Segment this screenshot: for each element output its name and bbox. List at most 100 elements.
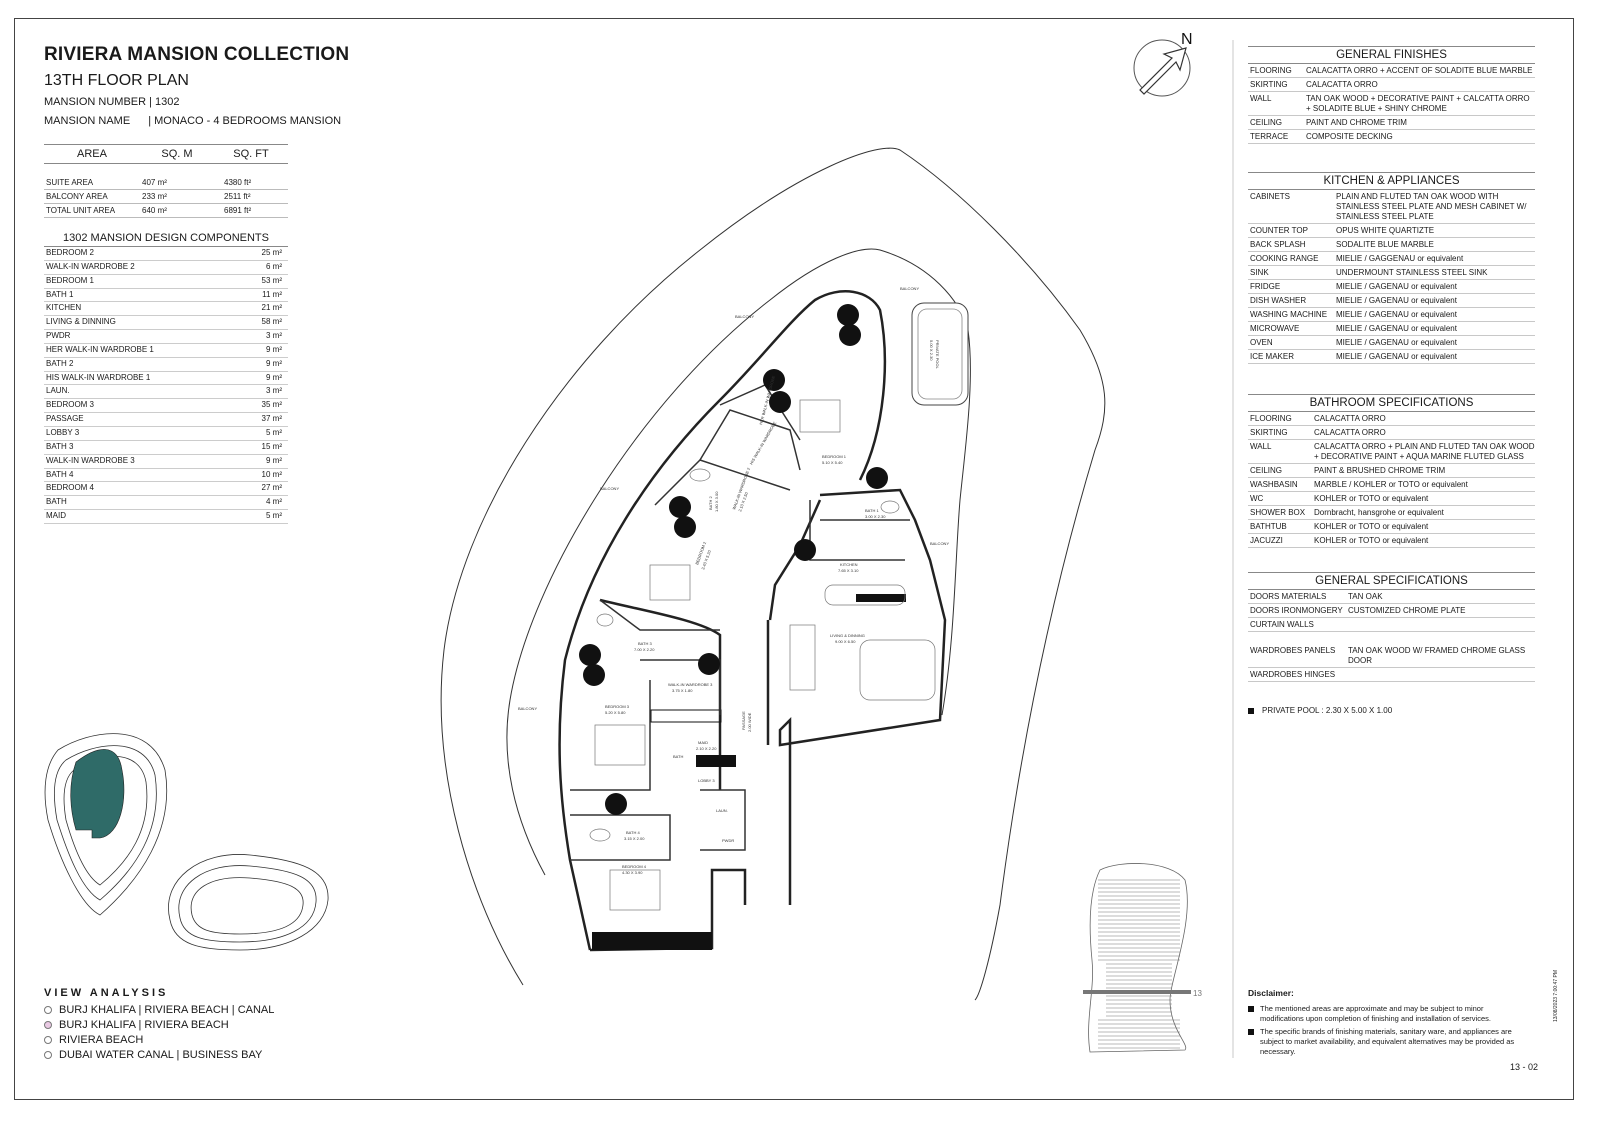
component-name: HIS WALK-IN WARDROBE 1: [46, 372, 151, 382]
component-name: BEDROOM 1: [46, 275, 95, 285]
spec-key: CURTAIN WALLS: [1250, 619, 1314, 629]
view-analysis-item: BURJ KHALIFA | RIVIERA BEACH: [44, 1017, 274, 1032]
private-pool-text: PRIVATE POOL : 2.30 X 5.00 X 1.00: [1262, 706, 1393, 715]
floor-plan-title: 13TH FLOOR PLAN: [44, 72, 189, 89]
label-bath-1: BATH 1: [865, 508, 879, 513]
spec-key: DISH WASHER: [1250, 295, 1307, 305]
spec-value: MIELIE / GAGGENAU or equivalent: [1336, 253, 1464, 263]
component-area: 53 m²: [261, 275, 282, 285]
spec-value: CALACATTA ORRO: [1314, 413, 1386, 423]
label-balcony: BALCONY: [900, 286, 919, 291]
label-bedroom-3: BEDROOM 3: [605, 704, 630, 709]
floor-stack-diagram: 13: [1083, 863, 1202, 1053]
view-analysis-label: DUBAI WATER CANAL | BUSINESS BAY: [59, 1048, 263, 1061]
spec-value: CALACATTA ORRO + PLAIN AND FLUTED TAN OA…: [1314, 441, 1535, 461]
spec-key: MICROWAVE: [1250, 323, 1300, 333]
label-lobby: LOBBY 3: [698, 778, 715, 783]
component-name: PASSAGE: [46, 414, 84, 424]
spec-value: COMPOSITE DECKING: [1306, 131, 1393, 141]
spec-key: BACK SPLASH: [1250, 239, 1306, 249]
view-analysis-label: RIVIERA BEACH: [59, 1033, 144, 1046]
view-analysis-item: BURJ KHALIFA | RIVIERA BEACH | CANAL: [44, 1002, 274, 1017]
component-name: MAID: [46, 511, 66, 521]
label-bath-2-dims: 1.80 X 3.00: [714, 491, 719, 512]
spec-key: FLOORING: [1250, 413, 1292, 423]
area-cell: 407 m²: [142, 178, 167, 187]
interior-walls: [570, 384, 910, 861]
label-walkin-3: WALK-IN WARDROBE 3: [668, 682, 713, 687]
component-name: BATH 2: [46, 358, 74, 368]
spec-value: Dornbracht, hansgrohe or equivalent: [1314, 507, 1444, 517]
view-analysis-item: RIVIERA BEACH: [44, 1032, 274, 1047]
spec-key: DOORS MATERIALS: [1250, 591, 1327, 601]
spec-value: MIELIE / GAGENAU or equivalent: [1336, 281, 1457, 291]
label-bedroom-4: BEDROOM 4: [622, 864, 647, 869]
pool-label: PRIVATE POOL: [935, 340, 940, 370]
spec-value: MIELIE / GAGENAU or equivalent: [1336, 309, 1457, 319]
component-area: 5 m²: [266, 427, 282, 437]
spec-value: TAN OAK: [1348, 591, 1383, 601]
label-bedroom-1-dims: 5.10 X 5.40: [822, 460, 843, 465]
spec-value: SODALITE BLUE MARBLE: [1336, 239, 1434, 249]
header-sqm: SQ. M: [161, 148, 193, 160]
spec-value: CALACATTA ORRO + ACCENT OF SOLADITE BLUE…: [1306, 65, 1533, 75]
component-area: 9 m²: [266, 372, 282, 382]
building-contour: [440, 147, 1106, 1001]
area-cell: 2511 ft²: [224, 192, 251, 201]
spec-key: FRIDGE: [1250, 281, 1281, 291]
component-name: LOBBY 3: [46, 427, 80, 437]
area-table-header: AREA SQ. M SQ. FT: [44, 144, 288, 164]
component-name: BEDROOM 4: [46, 483, 95, 493]
radio-circle-icon: [44, 1050, 52, 1059]
label-bath-3: BATH 3: [638, 641, 652, 646]
bullet-square-icon: [1248, 1006, 1254, 1012]
view-analysis-label: BURJ KHALIFA | RIVIERA BEACH | CANAL: [59, 1003, 275, 1016]
spec-key: CABINETS: [1250, 191, 1291, 201]
area-cell: 4380 ft²: [224, 178, 252, 187]
component-area: 3 m²: [266, 331, 282, 341]
label-bath-4: BATH 4: [626, 830, 640, 835]
label-kitchen-dims: 7.65 X 3.10: [838, 568, 859, 573]
kitchen-title: KITCHEN & APPLIANCES: [1248, 172, 1535, 190]
component-area: 3 m²: [266, 386, 282, 396]
spec-key: ICE MAKER: [1250, 351, 1295, 361]
spec-key: WC: [1250, 493, 1264, 503]
spec-key: CEILING: [1250, 465, 1283, 475]
component-area: 15 m²: [261, 441, 282, 451]
area-cell: 640 m²: [142, 206, 167, 215]
spec-value: KOHLER or TOTO or equivalent: [1314, 521, 1429, 531]
header-sqft: SQ. FT: [233, 148, 269, 160]
page-number: 13 - 02: [1510, 1062, 1539, 1072]
spec-value: PAINT AND CHROME TRIM: [1306, 117, 1407, 127]
label-laun: LAUN.: [716, 808, 728, 813]
label-passage-dims: 2.00 WIDE: [747, 712, 752, 732]
spec-value: PAINT & BRUSHED CHROME TRIM: [1314, 465, 1446, 475]
spec-value: MIELIE / GAGENAU or equivalent: [1336, 295, 1457, 305]
mansion-number-label: MANSION NUMBER: [44, 96, 147, 108]
label-balcony: BALCONY: [735, 314, 754, 319]
component-area: 35 m²: [261, 400, 282, 410]
north-arrow-icon: N: [1133, 31, 1193, 97]
spec-key: SKIRTING: [1250, 427, 1288, 437]
label-balcony: BALCONY: [930, 541, 949, 546]
